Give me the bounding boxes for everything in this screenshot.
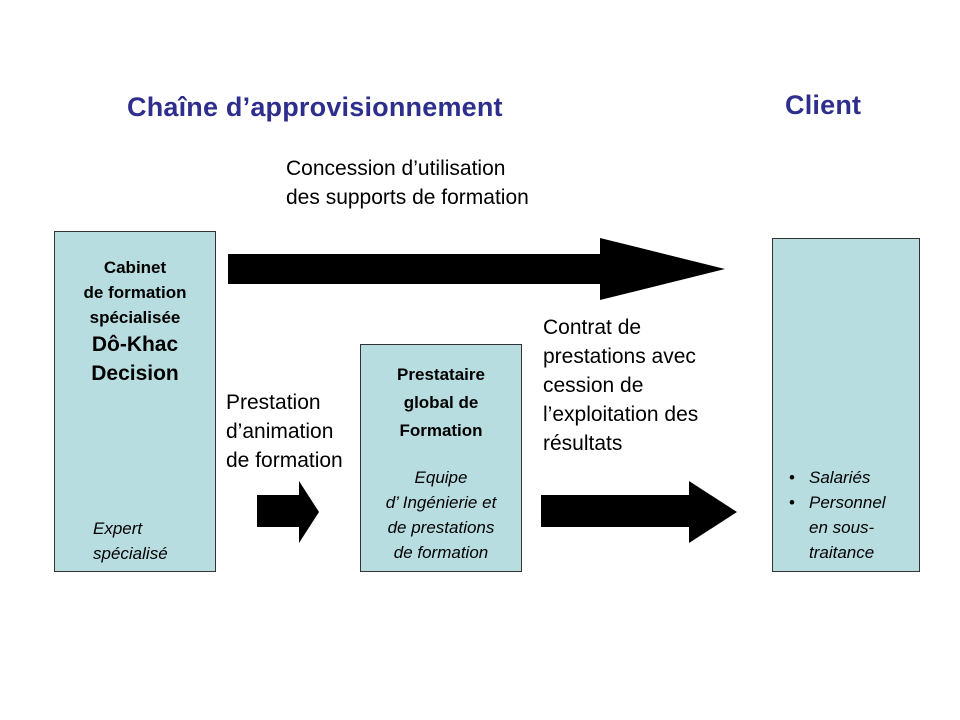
middle-left-arrow-label: Prestation d’animation de formation (226, 388, 343, 475)
cabinet-box: Cabinet de formation spécialisée Dô-Khac… (54, 231, 216, 572)
top-arrow-label-line: des supports de formation (286, 186, 529, 209)
middle-right-label-line: résultats (543, 432, 623, 455)
cabinet-name-line: Dô-Khac (91, 333, 179, 356)
client-list-item: Personnel en sous- traitance (785, 490, 886, 565)
cabinet-title-line: spécialisée (89, 308, 181, 327)
prestataire-role-line: Equipe (414, 468, 468, 487)
middle-left-label-line: d’animation (226, 420, 334, 443)
prestataire-title-line: Formation (399, 421, 483, 440)
client-list-item: Salariés (785, 465, 886, 490)
cabinet-role: Expert spécialisé (93, 516, 168, 566)
client-item-label: Salariés (809, 468, 871, 487)
middle-right-label-line: prestations avec (543, 345, 696, 368)
prestataire-role-line: de prestations (387, 518, 495, 537)
cabinet-name-line: Decision (91, 362, 179, 385)
client-item-line: Personnel (809, 493, 886, 512)
prestataire-role: Equipe d’ Ingénierie et de prestations d… (361, 465, 521, 565)
cabinet-title-line: Cabinet (103, 258, 167, 277)
cabinet-name: Dô-Khac Decision (55, 330, 215, 388)
middle-left-arrow (257, 481, 319, 543)
client-heading: Client (785, 90, 862, 120)
prestataire-title: Prestataire global de Formation (361, 361, 521, 445)
top-arrow-label-line: Concession d’utilisation (286, 157, 506, 180)
middle-right-label-line: Contrat de (543, 316, 642, 339)
cabinet-title: Cabinet de formation spécialisée (55, 255, 215, 330)
prestataire-title-line: Prestataire (397, 365, 485, 384)
prestataire-title-line: global de (403, 393, 479, 412)
prestataire-role-line: d’ Ingénierie et (385, 493, 497, 512)
cabinet-role-line: spécialisé (93, 544, 168, 563)
middle-left-label-line: de formation (226, 449, 343, 472)
supply-chain-heading: Chaîne d’approvisionnement (127, 92, 503, 122)
middle-right-label-line: cession de (543, 374, 644, 397)
prestataire-role-line: de formation (393, 543, 489, 562)
client-box: Salariés Personnel en sous- traitance (772, 238, 920, 572)
top-arrow (228, 238, 725, 300)
middle-left-label-line: Prestation (226, 391, 321, 414)
client-list: Salariés Personnel en sous- traitance (785, 465, 886, 565)
middle-right-arrow (541, 481, 737, 543)
prestataire-box: Prestataire global de Formation Equipe d… (360, 344, 522, 572)
client-item-line: traitance (809, 543, 875, 562)
middle-right-arrow-label: Contrat de prestations avec cession de l… (543, 313, 698, 458)
cabinet-title-line: de formation (83, 283, 187, 302)
middle-right-label-line: l’exploitation des (543, 403, 699, 426)
client-item-line: en sous- (809, 518, 875, 537)
top-arrow-label: Concession d’utilisation des supports de… (286, 154, 529, 212)
cabinet-role-line: Expert (93, 519, 143, 538)
